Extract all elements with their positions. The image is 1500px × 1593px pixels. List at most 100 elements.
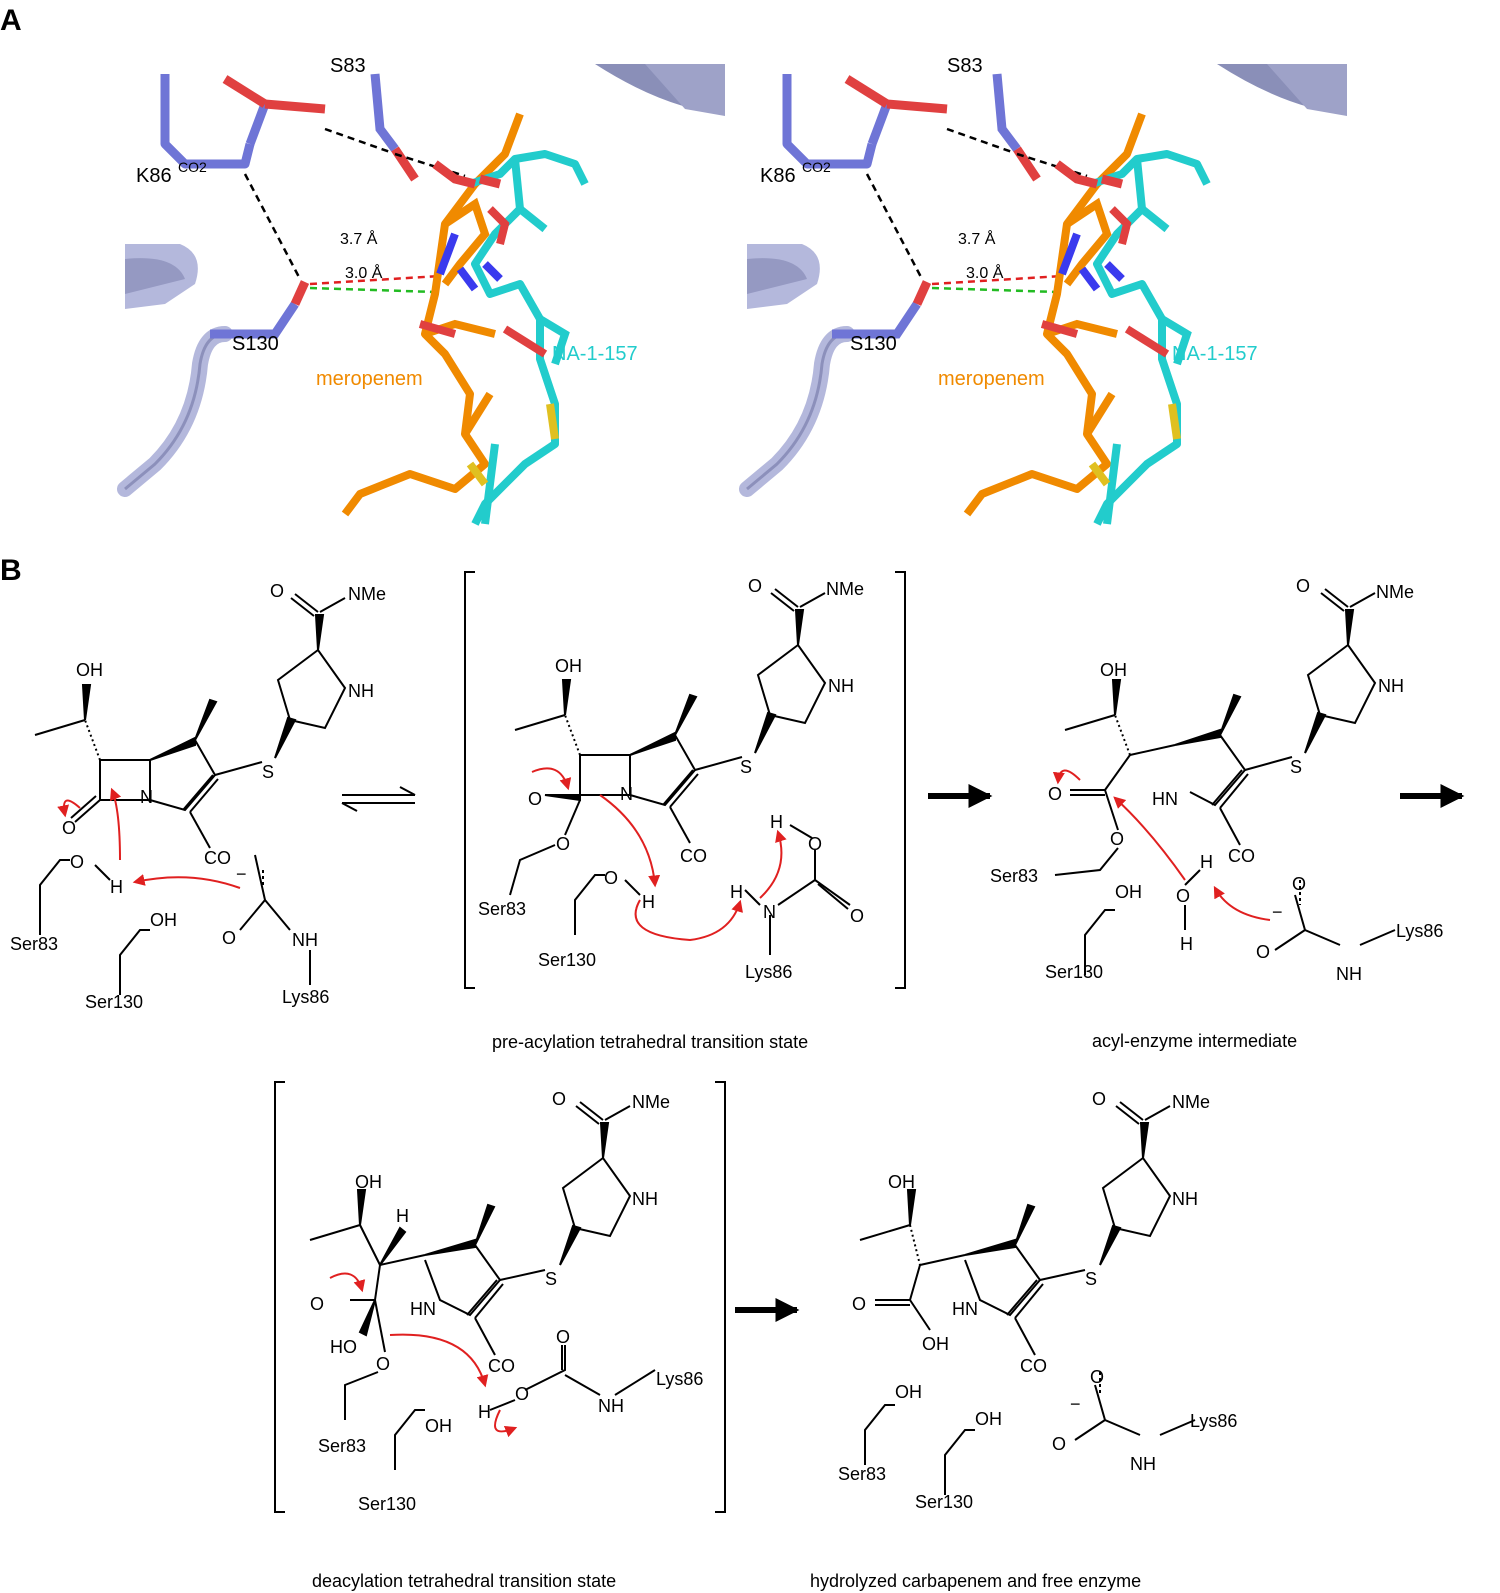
s4-ser130: Ser130 [358,1494,416,1514]
s1-o-amide: O [270,581,284,601]
s3-lys86: Lys86 [1396,921,1443,941]
s3-o-amide: O [1296,576,1310,596]
label-na-1-157: NA-1-157 [552,343,638,365]
s1-h: H [110,877,123,897]
s5-oh-ser130: OH [975,1409,1002,1429]
equilibrium-arrow [341,786,416,812]
s4-ser83: Ser83 [318,1436,366,1456]
label-k86-sup-right: CO2 [802,159,831,175]
s4-o-amide: O [552,1089,566,1109]
s1-co2: CO [204,848,231,868]
s1-nh: NH [292,930,318,950]
panel-a-right-labels: S83 K86 CO2 S130 3.7 Å 3.0 Å meropenem N… [760,55,1258,390]
s3-hn: HN [1152,789,1178,809]
s5-ser130: Ser130 [915,1492,973,1512]
structure-3-labels: OH O HN S NH O NMe CO O Ser83 OH Ser130 … [990,576,1443,1051]
s3-s: S [1290,757,1302,777]
s5-co2: CO [1020,1356,1047,1376]
label-dist-red: 3.7 Å [340,229,378,248]
s1-o-carbonyl: O [62,818,76,838]
s4-o-minus: O [310,1294,324,1314]
caption-acyl-enzyme: acyl-enzyme intermediate [1092,1031,1297,1051]
structure-5-labels: OH O HN OH S NH O NMe CO OH Ser83 OH Ser… [810,1089,1237,1591]
caption-pre-acylation: pre-acylation tetrahedral transition sta… [492,1032,808,1052]
structure-1-labels: OH N O S NH O NMe CO O H Ser83 OH Ser130… [10,581,386,1012]
s2-h-lys: H [730,882,743,902]
s3-minus: − [1272,902,1283,922]
s5-nme: NMe [1172,1092,1210,1112]
s4-o-carb2: O [556,1327,570,1347]
s4-nh: NH [598,1396,624,1416]
s2-ser130: Ser130 [538,950,596,970]
s5-lys86: Lys86 [1190,1411,1237,1431]
s3-co2: CO [1228,846,1255,866]
s5-oh: OH [888,1172,915,1192]
s1-lys86: Lys86 [282,987,329,1007]
s2-n-lys: N [763,902,776,922]
s2-o-ser83: O [556,834,570,854]
s5-ser83: Ser83 [838,1464,886,1484]
s3-ser130: Ser130 [1045,962,1103,982]
s3-ser83: Ser83 [990,866,1038,886]
caption-deacylation: deacylation tetrahedral transition state [312,1571,616,1591]
s5-o-carb2: O [1052,1434,1066,1454]
label-s130: S130 [232,333,279,355]
s3-o-ester: O [1110,829,1124,849]
s3-nh2: NH [1378,676,1404,696]
s5-hn: HN [952,1299,978,1319]
label-s83-right: S83 [947,55,983,77]
s2-h-ser130: H [642,892,655,912]
panel-a-left-labels: S83 K86 CO2 S130 3.7 Å 3.0 Å meropenem N… [136,55,638,390]
s1-oh-ser130: OH [150,910,177,930]
s2-nh2: NH [828,676,854,696]
s1-nh2: NH [348,681,374,701]
panel-a-label: A [0,4,22,37]
s1-oh: OH [76,660,103,680]
label-k86-sup: CO2 [178,159,207,175]
structure-5 [859,1101,1196,1495]
structure-2-labels: OH N O S NH O NMe CO O Ser83 O H Ser130 … [478,576,864,1052]
s5-o-amide: O [1092,1089,1106,1109]
stereo-view-right [747,64,1347,524]
s2-s: S [740,757,752,777]
s4-h-lys: H [478,1402,491,1422]
s3-nh: NH [1336,964,1362,984]
s2-o-minus: O [528,789,542,809]
s3-o-water: O [1176,886,1190,906]
stereo-view-left [125,64,725,524]
s3-o: O [1048,784,1062,804]
s2-ser83: Ser83 [478,899,526,919]
s4-hn: HN [410,1299,436,1319]
structure-2 [464,571,906,989]
label-na-1-157-right: NA-1-157 [1172,343,1258,365]
label-dist-green-right: 3.0 Å [966,263,1004,282]
s4-o-carb: O [515,1384,529,1404]
s4-s: S [545,1269,557,1289]
s2-o-carb: O [808,834,822,854]
label-s130-right: S130 [850,333,897,355]
s2-h-carb: H [770,812,783,832]
s1-nme: NMe [348,584,386,604]
s1-o-carbamate: O [222,928,236,948]
structure-3 [1052,588,1396,975]
label-k86-right: K86 [760,165,796,187]
s5-nh2: NH [1172,1189,1198,1209]
s2-o-ser130: O [604,868,618,888]
s3-h-water1: H [1200,852,1213,872]
label-dist-red-right: 3.7 Å [958,229,996,248]
structure-4-labels: OH H O HN HO S NH O NMe CO O Ser83 OH Se… [310,1089,703,1591]
panel-b-label: B [0,554,22,587]
caption-hydrolyzed: hydrolyzed carbapenem and free enzyme [810,1571,1141,1591]
s5-oh-ser83: OH [895,1382,922,1402]
s5-minus: − [1070,1394,1081,1414]
s5-oh-acid: OH [922,1334,949,1354]
s3-oh: OH [1100,660,1127,680]
s2-n: N [620,784,633,804]
s5-o: O [852,1294,866,1314]
s5-o-carb: O [1090,1367,1104,1387]
s1-ser83: Ser83 [10,934,58,954]
s4-nh2: NH [632,1189,658,1209]
s4-ho: HO [330,1337,357,1357]
s4-lys86: Lys86 [656,1369,703,1389]
